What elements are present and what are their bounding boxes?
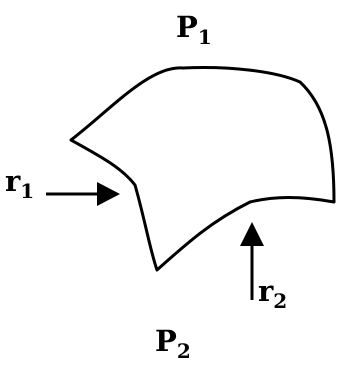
arrow-r2 — [240, 222, 264, 300]
label-r2: r2 — [258, 274, 287, 313]
label-r2-subscript: 2 — [273, 289, 287, 313]
label-r1-base: r — [5, 164, 21, 198]
label-p1: P1 — [176, 10, 212, 49]
label-r2-base: r — [258, 274, 274, 308]
label-p2-base: P — [155, 324, 177, 358]
surface-patch-outline — [69, 66, 336, 272]
label-p2: P2 — [155, 324, 191, 363]
label-p1-subscript: 1 — [198, 25, 212, 49]
label-p2-subscript: 2 — [177, 339, 191, 363]
label-r1: r1 — [5, 164, 34, 203]
label-p1-base: P — [176, 10, 198, 44]
arrow-r1 — [46, 182, 120, 206]
label-r1-subscript: 1 — [20, 179, 34, 203]
